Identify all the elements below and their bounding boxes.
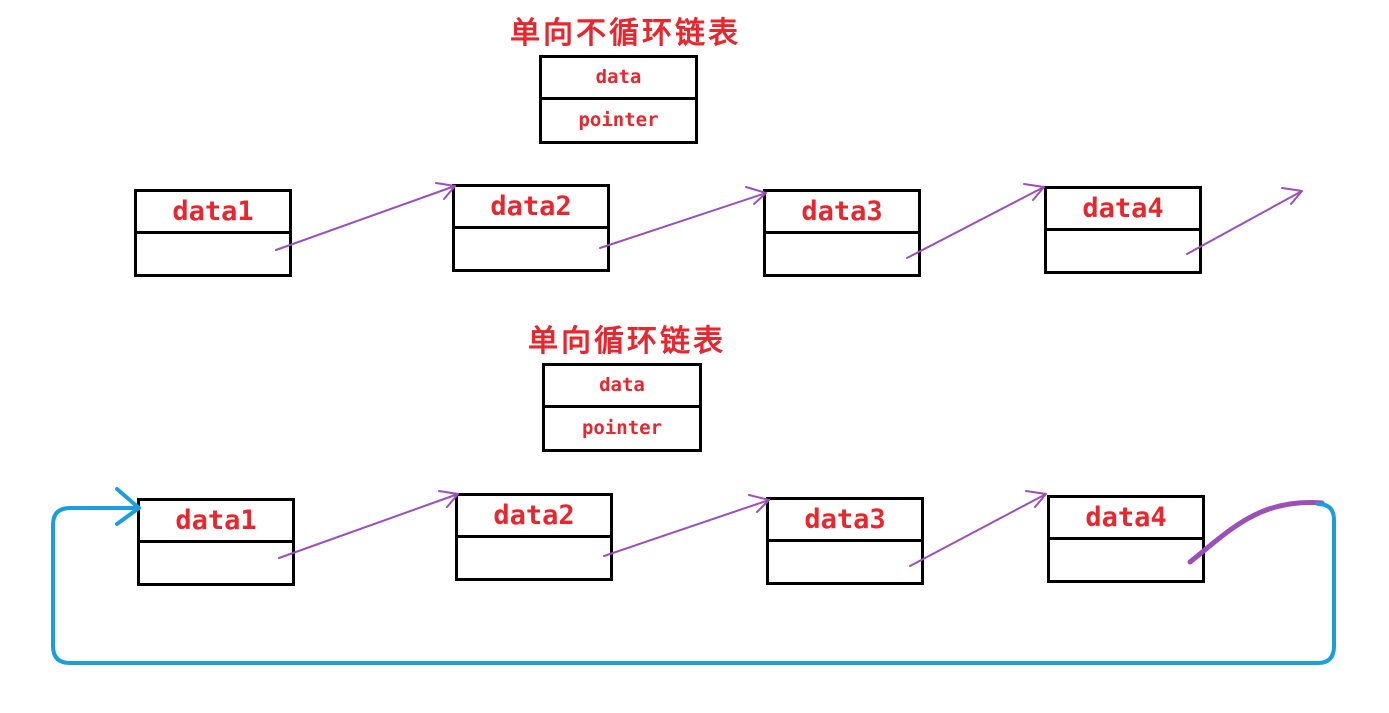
pointer-arrow-wrap — [1187, 499, 1325, 565]
node-data-field: data2 — [458, 496, 610, 538]
legend-pointer-field: pointer — [581, 417, 663, 440]
pointer-arrow-null — [1186, 187, 1303, 255]
pointer-arrow — [909, 490, 1047, 567]
list-node: data1 — [134, 189, 292, 277]
pointer-arrow — [603, 494, 770, 557]
node-data-field: data4 — [1050, 498, 1202, 540]
list-node: data4 — [1047, 495, 1205, 583]
pointer-arrow — [599, 186, 767, 249]
pointer-arrow — [278, 490, 459, 559]
list-node: data1 — [137, 498, 295, 586]
return-arrow — [51, 502, 1336, 665]
node-data-field: data4 — [1047, 189, 1199, 231]
legend-pointer-field: pointer — [578, 109, 659, 132]
node-data-field: data1 — [137, 192, 289, 234]
list-node: data3 — [766, 497, 924, 585]
list-node: data4 — [1044, 186, 1202, 274]
node-data-field: data1 — [140, 501, 292, 543]
section-title-non-circular: 单向不循环链表 — [510, 16, 741, 51]
pointer-arrow — [906, 183, 1045, 259]
node-structure-legend: data pointer — [542, 363, 702, 452]
legend-data-field: data — [542, 58, 695, 100]
node-data-field: data3 — [766, 192, 918, 234]
section-title-circular: 单向循环链表 — [528, 324, 726, 359]
node-data-field: data3 — [769, 500, 921, 542]
node-data-field: data2 — [455, 187, 607, 229]
node-structure-legend: data pointer — [539, 55, 698, 144]
list-node: data2 — [455, 493, 613, 581]
list-node: data3 — [763, 189, 921, 277]
list-node: data2 — [452, 184, 610, 272]
legend-data-field: data — [545, 366, 699, 408]
pointer-arrow — [275, 182, 456, 251]
return-arrow-head — [115, 487, 141, 526]
